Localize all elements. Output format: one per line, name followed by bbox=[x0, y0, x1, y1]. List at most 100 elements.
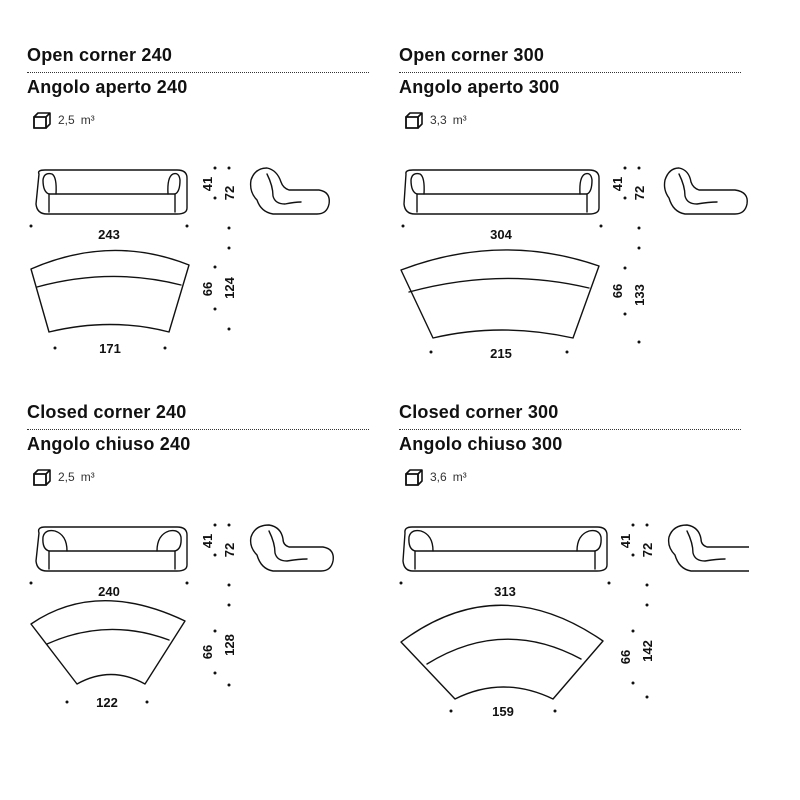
volume-info: 2,5 m³ bbox=[32, 467, 95, 487]
plan-view-outline bbox=[30, 249, 190, 333]
dim-dot bbox=[631, 629, 635, 633]
dim-dot bbox=[213, 523, 217, 527]
dim-dot bbox=[213, 553, 217, 557]
dim-dot bbox=[213, 166, 217, 170]
label-total-depth: 133 bbox=[632, 284, 647, 306]
dimension-drawing: 304 41 72 66 133 215 bbox=[400, 166, 748, 361]
dim-dot bbox=[637, 226, 641, 230]
dim-dot bbox=[227, 246, 231, 250]
dim-dot bbox=[637, 166, 641, 170]
label-total-height: 72 bbox=[640, 543, 655, 557]
dim-dot bbox=[645, 603, 649, 607]
dim-dot bbox=[623, 196, 627, 200]
dim-dot bbox=[599, 224, 603, 228]
volume-unit: m³ bbox=[452, 470, 467, 484]
label-total-depth: 142 bbox=[640, 640, 655, 662]
dim-dot bbox=[65, 700, 69, 704]
front-view-outline bbox=[35, 169, 188, 215]
label-back-width: 159 bbox=[492, 704, 514, 719]
dim-dot bbox=[227, 166, 231, 170]
label-total-height: 72 bbox=[632, 186, 647, 200]
volume-unit: m³ bbox=[452, 113, 467, 127]
dim-dot bbox=[631, 681, 635, 685]
dim-dot bbox=[163, 346, 167, 350]
label-front-width: 313 bbox=[494, 584, 516, 599]
dim-dot bbox=[213, 196, 217, 200]
label-front-width: 243 bbox=[98, 227, 120, 242]
dim-dot bbox=[631, 553, 635, 557]
dim-dot bbox=[227, 583, 231, 587]
dim-dot bbox=[227, 226, 231, 230]
dim-dot bbox=[213, 629, 217, 633]
dim-dot bbox=[623, 166, 627, 170]
dim-dot bbox=[53, 346, 57, 350]
product-panel-closed-corner-300: Closed corner 300 Angolo chiuso 300 3,6 … bbox=[399, 397, 749, 757]
title-italian: Angolo aperto 300 bbox=[399, 77, 560, 97]
dim-dot bbox=[637, 340, 641, 344]
dotted-divider bbox=[27, 72, 369, 73]
dim-dot bbox=[213, 265, 217, 269]
label-back-width: 215 bbox=[490, 346, 512, 361]
label-total-depth: 128 bbox=[222, 634, 237, 656]
dimension-drawing: 313 41 72 66 142 159 bbox=[399, 523, 749, 719]
label-total-height: 72 bbox=[222, 186, 237, 200]
dotted-divider bbox=[27, 429, 369, 430]
dim-dot bbox=[623, 312, 627, 316]
cube-icon bbox=[404, 111, 424, 129]
product-panel-open-corner-300: Open corner 300 Angolo aperto 300 3,3 m³ bbox=[399, 40, 749, 400]
label-total-depth: 124 bbox=[222, 276, 237, 298]
volume-info: 3,6 m³ bbox=[404, 467, 467, 487]
dimension-dots bbox=[29, 166, 231, 350]
dim-dot bbox=[227, 683, 231, 687]
dim-dot bbox=[401, 224, 405, 228]
dim-dot bbox=[631, 523, 635, 527]
title-english: Open corner 240 bbox=[27, 45, 173, 65]
label-front-width: 304 bbox=[490, 227, 512, 242]
front-view-outline bbox=[35, 526, 188, 572]
volume-value: 2,5 bbox=[58, 470, 75, 484]
title-italian: Angolo aperto 240 bbox=[27, 77, 188, 97]
dim-dot bbox=[227, 327, 231, 331]
dim-dot bbox=[29, 224, 33, 228]
dim-dot bbox=[449, 709, 453, 713]
product-panel-closed-corner-240: Closed corner 240 Angolo chiuso 240 2,5 … bbox=[27, 397, 377, 757]
label-total-height: 72 bbox=[222, 543, 237, 557]
dimension-dots bbox=[399, 523, 649, 713]
dim-dot bbox=[213, 671, 217, 675]
dim-dot bbox=[553, 709, 557, 713]
label-back-width: 171 bbox=[99, 341, 121, 356]
dim-dot bbox=[227, 523, 231, 527]
dim-dot bbox=[29, 581, 33, 585]
title-english: Closed corner 300 bbox=[399, 402, 559, 422]
side-view-outline bbox=[249, 524, 334, 572]
dim-dot bbox=[645, 523, 649, 527]
title-english: Closed corner 240 bbox=[27, 402, 187, 422]
plan-view-outline bbox=[30, 600, 186, 685]
side-view-outline bbox=[663, 167, 748, 215]
dim-dot bbox=[607, 581, 611, 585]
cube-icon bbox=[404, 468, 424, 486]
dimension-dots bbox=[401, 166, 641, 354]
dim-dot bbox=[185, 224, 189, 228]
dim-dot bbox=[185, 581, 189, 585]
dim-dot bbox=[227, 603, 231, 607]
dim-dot bbox=[145, 700, 149, 704]
volume-info: 3,3 m³ bbox=[404, 110, 467, 130]
volume-unit: m³ bbox=[80, 113, 95, 127]
dim-dot bbox=[637, 246, 641, 250]
dim-dot bbox=[645, 583, 649, 587]
dimension-drawing: 243 41 72 66 124 171 bbox=[29, 166, 330, 356]
dim-dot bbox=[623, 266, 627, 270]
dotted-divider bbox=[399, 429, 741, 430]
side-view-outline bbox=[667, 524, 749, 572]
volume-info: 2,5 m³ bbox=[32, 110, 95, 130]
front-view-outline bbox=[402, 526, 608, 572]
volume-value: 3,3 bbox=[430, 113, 447, 127]
label-seat-height: 41 bbox=[610, 177, 625, 191]
cube-icon bbox=[32, 468, 52, 486]
dim-dot bbox=[645, 695, 649, 699]
label-seat-height: 41 bbox=[200, 534, 215, 548]
plan-view-outline bbox=[400, 249, 600, 339]
title-italian: Angolo chiuso 300 bbox=[399, 434, 563, 454]
dim-dot bbox=[565, 350, 569, 354]
